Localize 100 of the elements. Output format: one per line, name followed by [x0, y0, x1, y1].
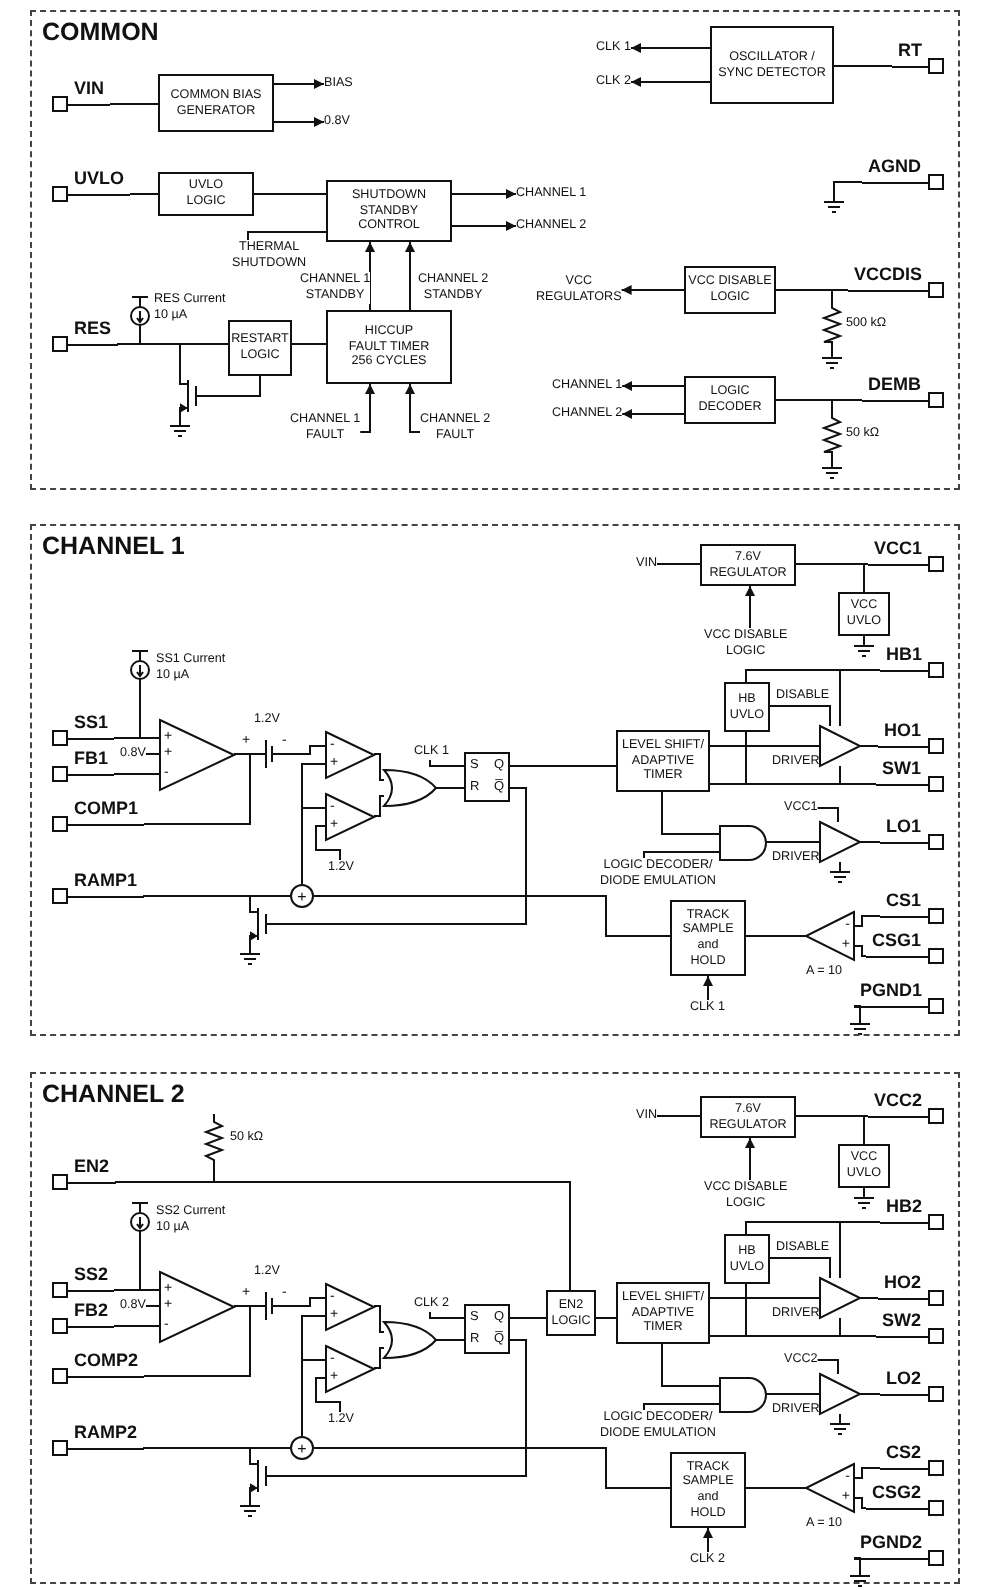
- wire: [116, 343, 181, 377]
- and-gate-symbol: [720, 1378, 766, 1412]
- pin-terminal: VCC1: [868, 538, 945, 572]
- wire: [839, 669, 881, 727]
- wire: [853, 945, 867, 957]
- wire: [765, 841, 821, 843]
- pin-terminal: UVLO: [52, 168, 131, 202]
- arrow: [451, 221, 517, 231]
- pin-terminal: RT: [892, 40, 944, 74]
- pin-terminal: PGND2: [854, 1532, 945, 1566]
- wire: [509, 765, 617, 767]
- pin-terminal: CS2: [880, 1442, 944, 1476]
- or-gate-symbol: [384, 1322, 436, 1358]
- pin-terminal: SS1: [52, 712, 115, 746]
- wire: [144, 753, 161, 755]
- wire: [859, 745, 879, 747]
- wire: [859, 1393, 881, 1395]
- wire: [435, 787, 465, 789]
- wire: [863, 563, 869, 593]
- wire: [839, 1317, 877, 1337]
- or-gate-symbol: [384, 770, 436, 806]
- wire: [435, 1339, 465, 1341]
- wire: [129, 193, 159, 195]
- arrow: [630, 77, 711, 87]
- wire: [143, 1305, 251, 1377]
- pin-terminal: HO1: [878, 720, 944, 754]
- driver-symbol: [820, 822, 860, 862]
- arrow: [405, 383, 421, 433]
- arrow: [621, 381, 685, 391]
- pin-terminal: CS1: [880, 890, 944, 924]
- pin-terminal: SW1: [876, 758, 944, 792]
- pin-terminal: HO2: [878, 1272, 944, 1306]
- wire: [373, 1347, 385, 1369]
- wire: [313, 895, 671, 937]
- section-panel: [30, 1072, 960, 1584]
- wire: [769, 1257, 831, 1279]
- section-panel: [30, 524, 960, 1036]
- wire: [853, 1467, 881, 1479]
- pin-terminal: COMP1: [52, 798, 145, 832]
- wire: [301, 807, 327, 885]
- wire: [831, 289, 849, 301]
- pin-terminal: SS2: [52, 1264, 115, 1298]
- wire: [291, 343, 327, 345]
- wire: [113, 1325, 161, 1327]
- wire: [643, 1403, 721, 1411]
- wire: [142, 1447, 251, 1457]
- section-title: COMMON: [42, 18, 159, 46]
- wire: [315, 825, 341, 861]
- arrow: [273, 117, 325, 127]
- wire: [211, 375, 261, 397]
- wire: [656, 1115, 701, 1117]
- battery-symbol: [256, 738, 280, 770]
- pin-terminal: CSG2: [866, 1482, 944, 1516]
- wire: [795, 1115, 869, 1117]
- wire: [113, 1289, 161, 1291]
- pin-terminal: DEMB: [862, 374, 943, 408]
- wire: [745, 1487, 807, 1489]
- driver-symbol: [820, 1374, 860, 1414]
- wire: [301, 1359, 327, 1437]
- arrow: [405, 241, 415, 311]
- arrow: [359, 383, 375, 433]
- pin-terminal: HB1: [880, 644, 945, 678]
- driver-symbol: [820, 1278, 860, 1318]
- wire: [509, 1317, 547, 1319]
- wire: [315, 1377, 341, 1413]
- wire: [233, 1305, 257, 1307]
- wire: [281, 787, 527, 925]
- pin-terminal: FB2: [52, 1300, 115, 1334]
- arrow: [745, 1137, 755, 1181]
- wire: [429, 1311, 465, 1319]
- wire: [769, 705, 831, 727]
- wire: [429, 759, 465, 767]
- wire: [839, 1221, 881, 1279]
- current-source-symbol: [128, 650, 152, 692]
- arrow: [621, 409, 685, 419]
- wire: [709, 745, 821, 747]
- arrow: [703, 1527, 713, 1553]
- wire: [279, 745, 327, 755]
- wire: [859, 841, 881, 843]
- current-source-symbol: [128, 1202, 152, 1244]
- wire: [595, 1317, 617, 1319]
- pin-terminal: RAMP1: [52, 870, 144, 904]
- pin-terminal: SW2: [876, 1310, 944, 1344]
- pin-terminal: RAMP2: [52, 1422, 144, 1456]
- arrow: [703, 975, 713, 1001]
- pin-terminal: VCCDIS: [848, 264, 945, 298]
- wire: [144, 1305, 161, 1307]
- wire: [313, 1447, 671, 1489]
- arrow: [620, 285, 685, 295]
- current-source-symbol: [128, 296, 152, 338]
- section-title: CHANNEL 2: [42, 1080, 185, 1108]
- arrow: [451, 189, 517, 199]
- pin-terminal: PGND1: [854, 980, 945, 1014]
- wire: [816, 1359, 839, 1375]
- pin-terminal: EN2: [52, 1156, 116, 1190]
- summing-junction: +: [290, 1436, 314, 1460]
- wire: [281, 1339, 527, 1477]
- wire: [853, 1497, 867, 1509]
- wire: [853, 915, 881, 927]
- wire: [373, 1305, 385, 1333]
